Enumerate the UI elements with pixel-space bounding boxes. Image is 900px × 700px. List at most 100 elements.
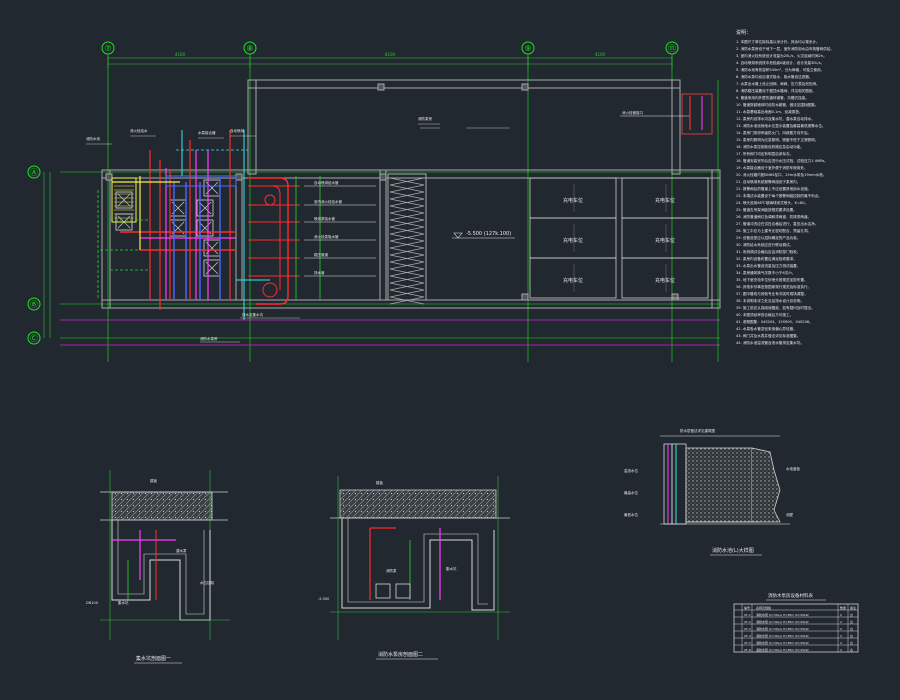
- pipe-label: 喷淋泵吸水管: [314, 216, 335, 221]
- axis-label: ⑨: [524, 44, 531, 53]
- note-line: 32. 泵房内设备布置应满足检修要求。: [736, 257, 797, 261]
- room-label: 消防泵房: [418, 116, 432, 121]
- table-cell: XF-3: [744, 627, 751, 631]
- pipe-red-loop: [252, 185, 281, 290]
- axis-label: ⑦: [104, 44, 111, 53]
- wall-section: [671, 443, 687, 525]
- pump-room-piping: 自动喷淋给水管室内消火栓给水管喷淋泵吸水管消火栓泵吸水管稳压管道排水管消防水池消…: [86, 128, 376, 343]
- note-line: 17. 所有阀门均应有明显启闭标志。: [736, 152, 794, 156]
- pump-fan: [117, 193, 131, 207]
- note-line: 11. 水泵基础高出地面0.1m，设减振垫。: [736, 110, 803, 114]
- table-cell: 2: [840, 613, 842, 617]
- wall: [671, 79, 681, 175]
- table-cell: 消防水泵 Q=30L/s H=85m N=45kW: [756, 626, 809, 631]
- callout-text: 防水层做法详见建筑图: [680, 428, 715, 433]
- note-line: 1. 本图尺寸单位除标高以米计外，其余均以毫米计。: [736, 40, 820, 44]
- pump-fan: [198, 201, 212, 215]
- callout-text: 水位控制: [200, 580, 214, 585]
- section-title: 消防水泵房剖面图二: [378, 651, 423, 658]
- column: [521, 293, 529, 301]
- note-line: 20. 消火栓箱内配DN65栓口、25m水带及19mm水枪。: [736, 173, 827, 177]
- table-cell: 数量: [840, 605, 846, 610]
- pump-unit: [196, 199, 214, 217]
- note-line: 15. 泵房内照明为应急照明，照度不低于正常照明。: [736, 138, 819, 142]
- callout-text: 溢流水位: [624, 468, 638, 473]
- valve-red: [264, 194, 276, 206]
- table-cell: 2: [840, 634, 842, 638]
- note-line: 18. 管道安装完毕后应进行水压试验，试验压力1.4MPa。: [736, 159, 828, 163]
- table-cell: 台: [850, 633, 853, 638]
- section-title: 消防水池(L)大样图: [712, 547, 754, 554]
- pipe-label: 稳压管道: [314, 252, 328, 257]
- notes-title: 说明：: [736, 30, 752, 36]
- pump-unit: [375, 583, 391, 599]
- note-line: 33. 水泵出水管设流量及压力测试装置。: [736, 264, 801, 268]
- callout-text: 消防泵: [386, 568, 397, 573]
- axis-label: Ⓐ: [30, 168, 38, 177]
- pump-fan: [117, 215, 131, 229]
- table-cell: 消防水泵 Q=30L/s H=85m N=45kW: [756, 640, 809, 645]
- note-line: 41. 参照图集：04S204、15S909、04S206。: [736, 320, 813, 324]
- callout-text: -5.500: [318, 597, 329, 601]
- column: [521, 83, 529, 91]
- pipe-red-loop: [248, 177, 289, 305]
- callout-text: 最高水位: [624, 490, 638, 495]
- callout-text: 集水坑: [118, 600, 129, 605]
- note-line: 36. 其他未尽事宜按国家现行规范及标准执行。: [736, 285, 812, 289]
- pump-unit: [196, 219, 214, 237]
- pump-unit: [395, 583, 411, 599]
- parking-label: 充电车位: [655, 277, 675, 284]
- pit-outline: [111, 520, 211, 621]
- pit-inner: [117, 520, 205, 615]
- parking-label: 充电车位: [563, 237, 583, 244]
- callout-text: DN100: [86, 601, 98, 605]
- axis-bubble: [27, 297, 41, 311]
- section-title: 集水坑剖面图一: [136, 655, 171, 662]
- pipe-label: 消火栓泵吸水管: [314, 234, 339, 239]
- axis-label: Ⓒ: [30, 334, 38, 343]
- note-line: 3. 室内消火栓系统设计流量为20L/s，火灾延续时间2h。: [736, 54, 827, 58]
- note-line: 6. 消防水泵均设自灌式吸水，吸水管设过滤器。: [736, 75, 813, 79]
- callout-text: 楼板: [150, 478, 157, 483]
- axis-label: ⑧: [246, 44, 253, 53]
- axis-bubble: [27, 331, 41, 345]
- note-line: 39. 施工前应认真阅读图纸，如有疑问及时提出。: [736, 306, 815, 310]
- note-line: 31. 系统调试合格后应由消防部门验收。: [736, 250, 801, 254]
- note-line: 34. 泵房通风换气次数不小于6次/h。: [736, 271, 796, 275]
- column: [105, 173, 113, 181]
- callout-text: 水池盖板: [786, 466, 800, 471]
- parking-space: [621, 257, 709, 299]
- note-line: 24. 喷头选用68℃玻璃球闭式喷头，K=80。: [736, 201, 809, 205]
- parking-label: 充电车位: [655, 197, 675, 204]
- column: [671, 293, 679, 301]
- table-cell: 消防水泵 Q=30L/s H=85m N=45kW: [756, 612, 809, 617]
- callout-text: 排水至集水坑: [242, 312, 263, 317]
- elevation-label: -5.500 (127k.100): [466, 231, 511, 237]
- dimension-text: 4100: [595, 52, 606, 57]
- design-notes: 说明： 1. 本图尺寸单位除标高以米计外，其余均以毫米计。 2. 消防水泵房设于地…: [736, 30, 894, 347]
- note-line: 8. 消防稳压装置设于屋顶水箱间，详见相关图纸。: [736, 89, 817, 93]
- wall: [711, 169, 721, 309]
- column: [379, 173, 387, 181]
- note-line: 23. 末端试水装置设于每个报警阀组控制的最不利点。: [736, 194, 822, 198]
- note-line: 35. 地下室充电车位处喷头按规范加密布置。: [736, 278, 808, 282]
- dimension-text: 8100: [385, 52, 396, 57]
- wall: [247, 79, 681, 89]
- note-line: 19. 水泵接合器设于室外便于消防车使用处。: [736, 166, 808, 170]
- note-line: 43. 阀门井及水表井做法详见标准图集。: [736, 334, 801, 338]
- table-cell: XF-1: [744, 613, 751, 617]
- elevation-marker: [453, 232, 463, 239]
- callout-text: 消火栓给水: [130, 128, 148, 133]
- callout-text: 消防水泵房: [200, 336, 218, 341]
- note-line: 10. 管道穿越墙体时设防水套管，做法见国标图集。: [736, 103, 819, 107]
- note-line: 27. 管道冲洗应在试压合格后进行，直至出水洁净。: [736, 222, 819, 226]
- section-pump-room: 消防泵集水坑-5.500楼板消防水泵房剖面图二: [318, 476, 510, 660]
- room-outline: [341, 518, 495, 611]
- axis-bubble: [27, 165, 41, 179]
- room-inner: [347, 518, 488, 605]
- note-line: 13. 消防水池设就地水位显示装置及最高最低报警水位。: [736, 124, 826, 128]
- callout-text: 最低水位: [624, 512, 638, 517]
- note-line: 2. 消防水泵房设于地下一层，室外消防用水由市政管网供给。: [736, 47, 835, 51]
- table-cell: 台: [850, 612, 853, 617]
- callout-text: 水泵接合器: [198, 130, 216, 135]
